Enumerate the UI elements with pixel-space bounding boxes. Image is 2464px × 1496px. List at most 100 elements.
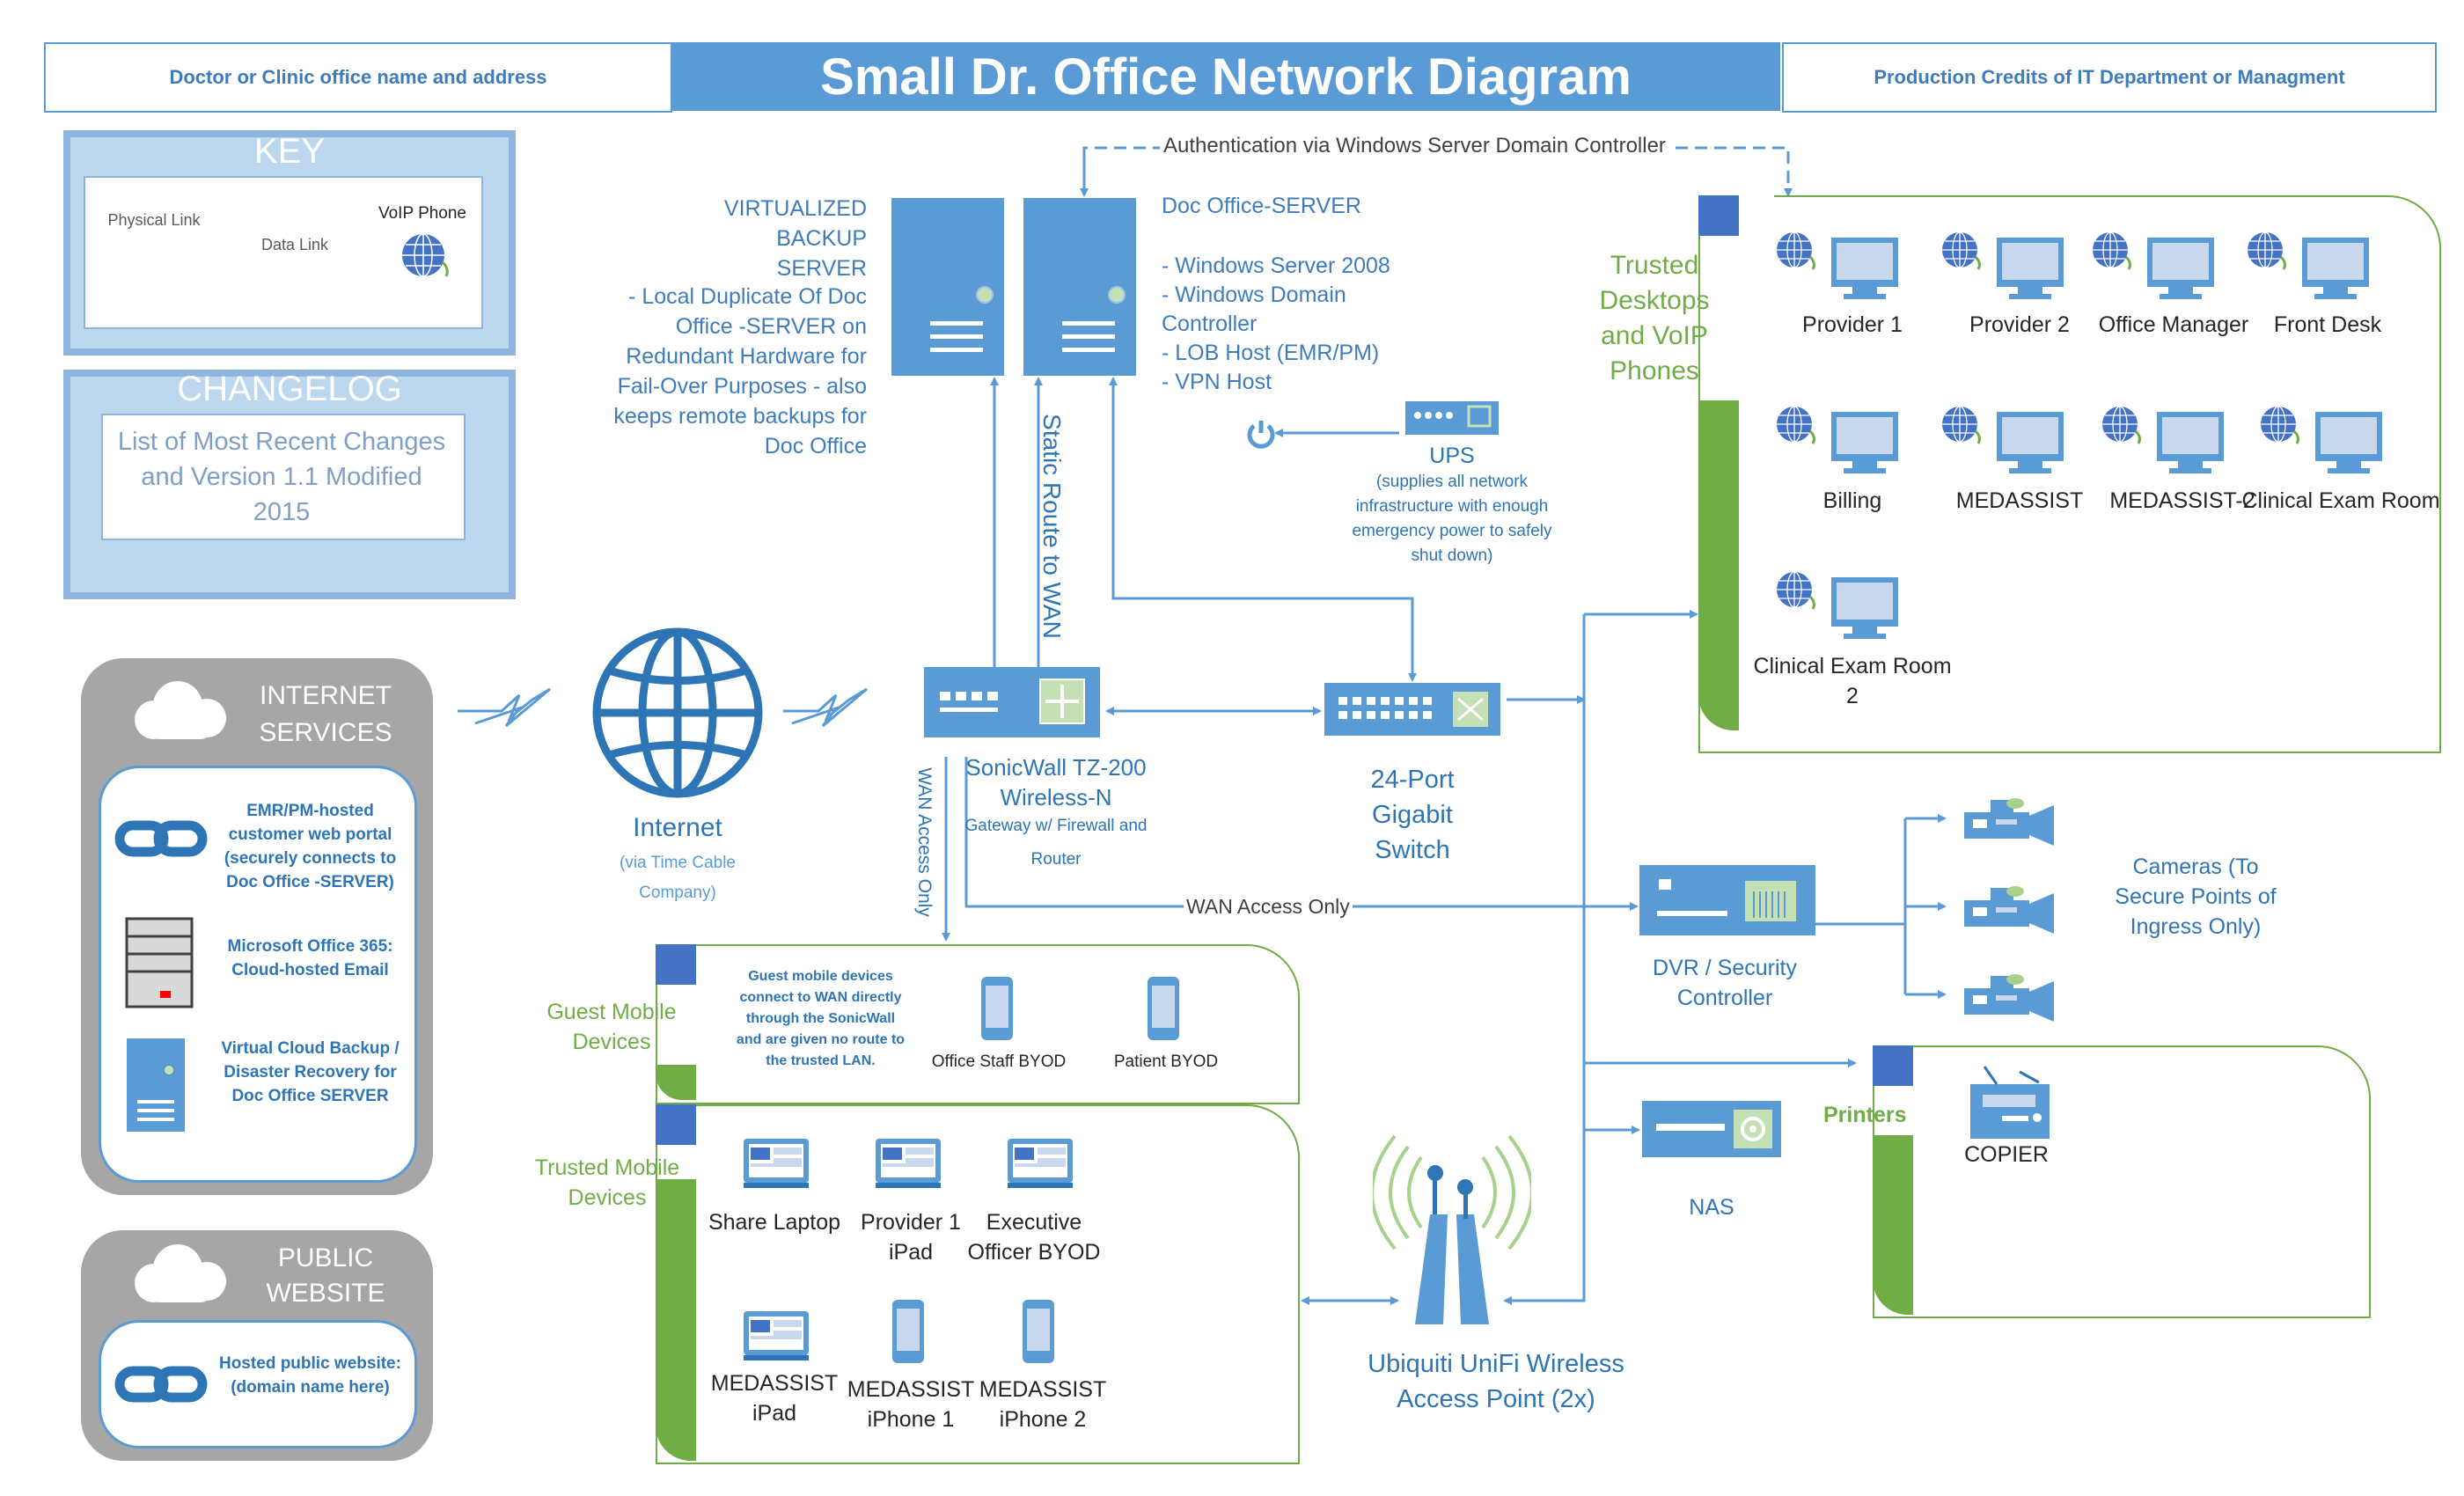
- wan-horizontal-label: WAN Access Only: [1184, 895, 1353, 919]
- guest-mobile-inner: [696, 946, 731, 1100]
- trusted-desktops-zone: [1698, 195, 2441, 753]
- phone-icon: [979, 975, 1016, 1046]
- internet-services-title: INTERNET SERVICES: [259, 681, 392, 747]
- desktop-label: Clinical Exam Room 2: [1753, 654, 1952, 708]
- service-emr-portal: EMR/PM-hosted customer web portal (secur…: [224, 802, 397, 891]
- internet-label: Internet: [633, 813, 722, 842]
- desktop-label: Clinical Exam Room: [2241, 488, 2440, 513]
- wap-label: Ubiquiti UniFi Wireless Access Point (2x…: [1368, 1350, 1624, 1413]
- cameras-label: Cameras (To Secure Points of Ingress Onl…: [2115, 854, 2277, 939]
- security-camera-icon: [1961, 972, 2066, 1030]
- service-cloud-backup: Virtual Cloud Backup / Disaster Recovery…: [221, 1039, 400, 1105]
- patient-byod-label: Patient BYOD: [1113, 1052, 1219, 1071]
- server-tower-icon: [123, 915, 198, 1016]
- key-data-label: Data Link: [260, 236, 329, 253]
- auth-label: Authentication via Windows Server Domain…: [1160, 134, 1669, 158]
- trusted-mobile-label-item: MEDASSIST iPad: [710, 1371, 839, 1426]
- link-docserver-switch: [1109, 377, 1417, 682]
- link-chain-icon-2: [113, 1362, 209, 1411]
- printers-zone: [1873, 1045, 2371, 1318]
- desktop-voip-icon: [1939, 231, 2071, 305]
- tablet-icon: [742, 1309, 812, 1367]
- office-staff-byod-label: Office Staff BYOD: [931, 1052, 1067, 1071]
- nas-label: NAS: [1689, 1195, 1734, 1220]
- trusted-mobile-label-item: MEDASSIST iPhone 2: [979, 1377, 1107, 1432]
- dvr-icon: [1639, 865, 1815, 935]
- printers-bar: [1873, 1135, 1913, 1315]
- link-chain-icon: [113, 817, 209, 865]
- cloud-backup-icon: [125, 1037, 187, 1138]
- doc-server-item: - Windows Server 2008: [1162, 253, 1390, 278]
- trusted-mobile-marker: [656, 1104, 696, 1145]
- tablet-icon: [742, 1137, 812, 1194]
- desktop-label: MEDASSIST-2: [2109, 488, 2255, 513]
- cloud-icon: [123, 676, 238, 751]
- copier-label: COPIER: [1964, 1142, 2049, 1167]
- guest-mobile-marker: [656, 944, 696, 985]
- desktop-voip-icon: [2244, 231, 2376, 305]
- wireless-ap-icon: [1370, 1131, 1534, 1338]
- desktop-label: Billing: [1822, 488, 1882, 513]
- changelog-inner: [101, 414, 466, 540]
- public-website-body: [99, 1320, 417, 1448]
- page-title: Small Dr. Office Network Diagram: [671, 42, 1780, 111]
- doc-server-item: - VPN Host: [1162, 370, 1272, 394]
- voip-phone-icon: [400, 231, 453, 288]
- desktop-voip-icon: [1773, 231, 1905, 305]
- trusted-mobile-label-item: Executive Officer BYOD: [967, 1210, 1101, 1265]
- nas-icon: [1642, 1101, 1781, 1157]
- static-route-label: Static Route to WAN: [1038, 414, 1066, 639]
- desktop-voip-icon: [2257, 405, 2389, 480]
- trusted-mobile-inner: [696, 1106, 731, 1460]
- desktop-voip-icon: [1939, 405, 2071, 480]
- doc-server-icon: [1023, 198, 1136, 376]
- trusted-mobile-bar: [656, 1179, 696, 1461]
- sonicwall-sub: Gateway w/ Firewall and Router: [964, 817, 1148, 869]
- doc-server-title: Doc Office-SERVER: [1162, 194, 1361, 218]
- header-right: Production Credits of IT Department or M…: [1782, 42, 2437, 113]
- public-website-title: PUBLIC WEBSITE: [266, 1243, 385, 1308]
- header-left: Doctor or Clinic office name and address: [44, 42, 672, 113]
- doc-server-item: - Windows Domain Controller: [1162, 282, 1346, 336]
- internet-globe-icon: [590, 625, 766, 805]
- desktop-voip-icon: [1773, 405, 1905, 480]
- guest-mobile-label: Guest Mobile Devices: [546, 1000, 677, 1054]
- changelog-text: List of Most Recent Changes and Version …: [117, 428, 446, 526]
- guest-mobile-zone: [656, 944, 1300, 1104]
- ups-label: UPS: [1429, 444, 1475, 468]
- trusted-desktops-inner: [1739, 195, 1774, 750]
- ups-desc: (supplies all network infrastructure wit…: [1352, 473, 1552, 565]
- ups-icon: [1405, 401, 1499, 435]
- desktop-label: Provider 1: [1802, 312, 1903, 337]
- backup-server-desc: - Local Duplicate Of Doc Office -SERVER …: [613, 284, 867, 458]
- trusted-mobile-label: Trusted Mobile Devices: [534, 1155, 680, 1210]
- desktop-label: Office Manager: [2098, 312, 2249, 337]
- changelog-title: CHANGELOG: [177, 370, 402, 408]
- desktop-voip-icon: [2089, 231, 2221, 305]
- trusted-mobile-label-item: Share Laptop: [708, 1210, 841, 1235]
- printers-label: Printers: [1823, 1103, 1907, 1127]
- phone-icon: [891, 1298, 928, 1369]
- trusted-desktops-marker: [1698, 195, 1739, 236]
- desktop-voip-icon: [1773, 570, 1905, 645]
- doc-server-list: - Windows Server 2008 - Windows Domain C…: [1162, 252, 1443, 397]
- desktop-label: Provider 2: [1969, 312, 2070, 337]
- guest-mobile-desc: Guest mobile devices connect to WAN dire…: [736, 969, 906, 1068]
- security-camera-icon: [1961, 884, 2066, 942]
- desktop-voip-icon: [2099, 405, 2231, 480]
- copier-icon: [1967, 1063, 2055, 1147]
- desktop-label: MEDASSIST: [1955, 488, 2084, 513]
- internet-sub: (via Time Cable Company): [620, 854, 736, 902]
- trusted-desktops-bar: [1698, 400, 1739, 730]
- key-title: KEY: [253, 132, 326, 171]
- printers-marker: [1873, 1045, 1913, 1086]
- trusted-desktops-label: Trusted Desktops and VoIP Phones: [1599, 251, 1710, 385]
- public-website-text: Hosted public website: (domain name here…: [219, 1354, 401, 1397]
- trunk-main: [1503, 614, 1586, 1305]
- trusted-mobile-label-item: MEDASSIST iPhone 1: [847, 1377, 975, 1432]
- backup-server-icon: [891, 198, 1004, 376]
- tablet-icon: [1006, 1137, 1076, 1194]
- service-office365: Microsoft Office 365: Cloud-hosted Email: [227, 937, 393, 979]
- trusted-mobile-label-item: Provider 1 iPad: [861, 1210, 961, 1265]
